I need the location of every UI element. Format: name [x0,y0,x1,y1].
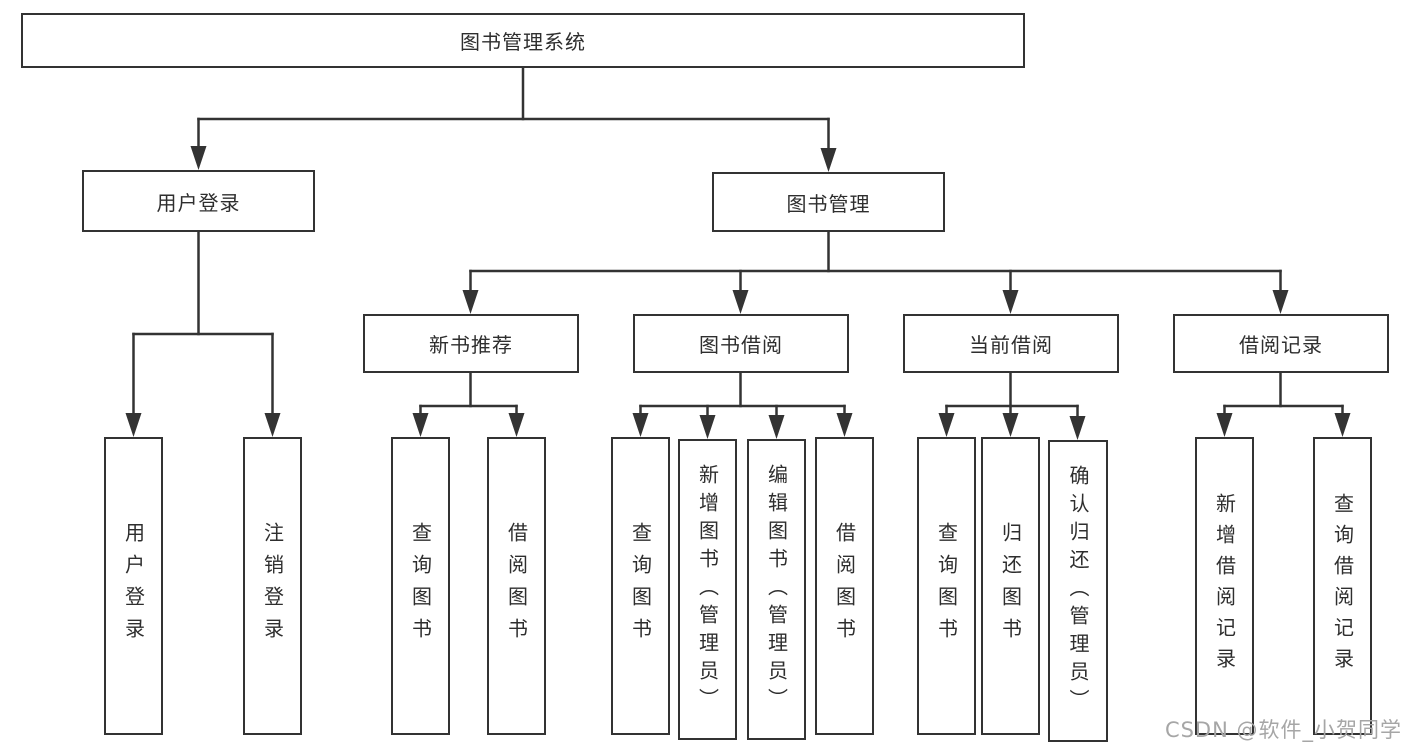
leaf-logout: 注销登录 [243,437,302,735]
leaf-query-books-3-label: 查询图书 [934,522,959,650]
arrowhead-icon [699,415,716,439]
node-user-login-label: 用户登录 [156,190,241,215]
node-borrowing-records-label: 借阅记录 [1239,333,1323,357]
leaf-confirm-return-admin-label: 确认归还（管理员） [1066,465,1090,717]
arrowhead-icon [820,148,837,172]
leaf-user-login: 用户登录 [104,437,163,735]
leaf-query-borrow-record: 查询借阅记录 [1313,437,1372,735]
node-book-borrowing: 图书借阅 [633,314,849,373]
arrowhead-icon [768,415,785,439]
watermark-text: CSDN @软件_小贺同学 [1164,718,1402,742]
leaf-user-login-label: 用户登录 [121,522,146,650]
leaf-logout-label: 注销登录 [260,522,285,650]
arrowhead-icon [264,413,281,437]
leaf-edit-book-admin: 编辑图书（管理员） [747,439,806,740]
leaf-borrow-books-1: 借阅图书 [487,437,546,735]
arrowhead-icon [938,413,955,437]
node-borrowing-records: 借阅记录 [1173,314,1389,373]
node-current-borrowing-label: 当前借阅 [969,333,1053,357]
node-new-book-recommendation: 新书推荐 [363,314,579,373]
arrowhead-icon [462,290,479,314]
leaf-query-books-2-label: 查询图书 [628,522,653,650]
leaf-borrow-books-1-label: 借阅图书 [504,522,529,650]
arrowhead-icon [836,413,853,437]
leaf-add-book-admin: 新增图书（管理员） [678,439,737,740]
leaf-query-borrow-record-label: 查询借阅记录 [1330,493,1355,679]
leaf-borrow-books-2-label: 借阅图书 [832,522,857,650]
arrowhead-icon [190,146,207,170]
leaf-confirm-return-admin: 确认归还（管理员） [1048,440,1108,742]
leaf-query-books-1-label: 查询图书 [408,522,433,650]
arrowhead-icon [1216,413,1233,437]
leaf-return-books-label: 归还图书 [998,522,1023,650]
arrowhead-icon [125,413,142,437]
arrowhead-icon [1069,416,1086,440]
leaf-return-books: 归还图书 [981,437,1040,735]
arrowhead-icon [632,413,649,437]
leaf-query-books-3: 查询图书 [917,437,976,735]
leaf-query-books-1: 查询图书 [391,437,450,735]
node-book-management-label: 图书管理 [786,191,871,216]
leaf-add-borrow-record: 新增借阅记录 [1195,437,1254,735]
node-user-login: 用户登录 [82,170,315,232]
leaf-query-books-2: 查询图书 [611,437,670,735]
arrowhead-icon [732,290,749,314]
node-book-borrowing-label: 图书借阅 [699,333,783,357]
leaf-add-borrow-record-label: 新增借阅记录 [1212,493,1237,679]
leaf-borrow-books-2: 借阅图书 [815,437,874,735]
arrowhead-icon [1334,413,1351,437]
node-new-book-recommendation-label: 新书推荐 [429,333,513,357]
node-book-management: 图书管理 [712,172,945,232]
leaf-edit-book-admin-label: 编辑图书（管理员） [764,463,789,716]
node-library-system-label: 图书管理系统 [460,30,586,54]
node-library-system: 图书管理系统 [21,13,1025,68]
arrowhead-icon [508,413,525,437]
arrowhead-icon [412,413,429,437]
arrowhead-icon [1272,290,1289,314]
arrowhead-icon [1002,290,1019,314]
leaf-add-book-admin-label: 新增图书（管理员） [695,463,720,716]
arrowhead-icon [1002,413,1019,437]
node-current-borrowing: 当前借阅 [903,314,1119,373]
